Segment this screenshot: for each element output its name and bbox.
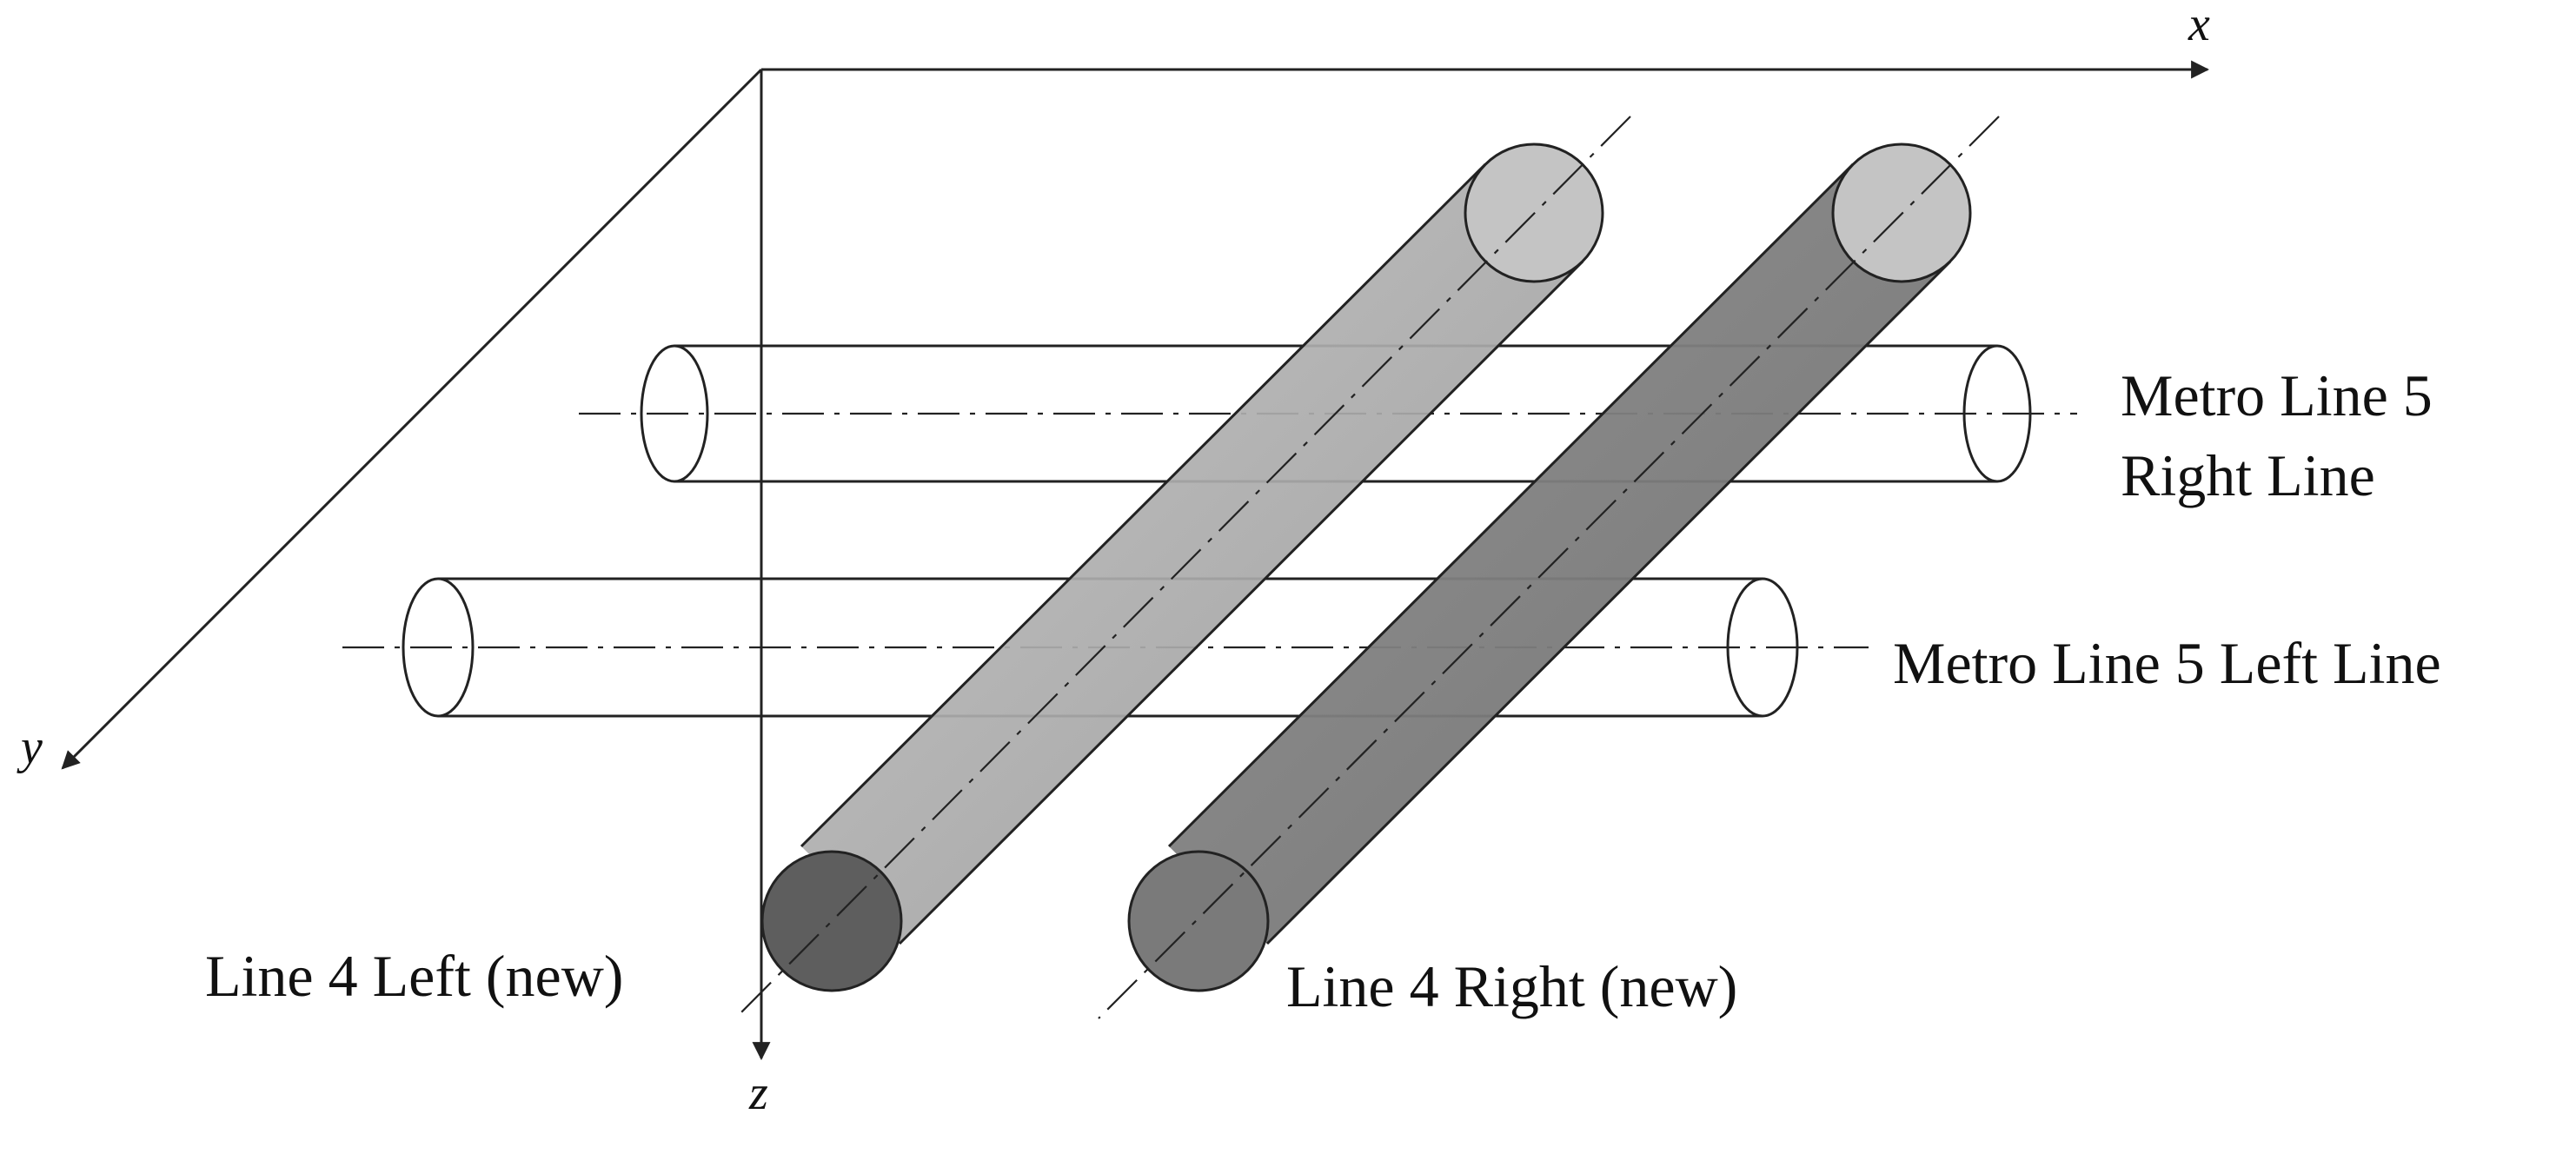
metro-line-5-right-label: Metro Line 5 Right Line <box>2121 362 2447 508</box>
y-axis <box>61 68 763 770</box>
line-4-left-near-end <box>760 850 903 992</box>
x-axis-label: x <box>2188 0 2210 51</box>
line-4-left-tunnel <box>734 116 1631 1019</box>
line-4-left-label: Line 4 Left (new) <box>205 943 623 1009</box>
line-4-right-centerline <box>1098 116 2000 1019</box>
line-4-right-label: Line 4 Right (new) <box>1286 953 1737 1019</box>
coordinate-axes: x y z <box>17 0 2210 1120</box>
y-axis-label: y <box>17 720 43 774</box>
line-4-right-tunnel <box>1098 116 2000 1019</box>
metro-line-5-left-label: Metro Line 5 Left Line <box>1893 630 2441 696</box>
line-4-right-near-end <box>1127 850 1270 992</box>
z-axis-label: z <box>748 1066 768 1120</box>
line-4-left-centerline <box>734 116 1631 1019</box>
